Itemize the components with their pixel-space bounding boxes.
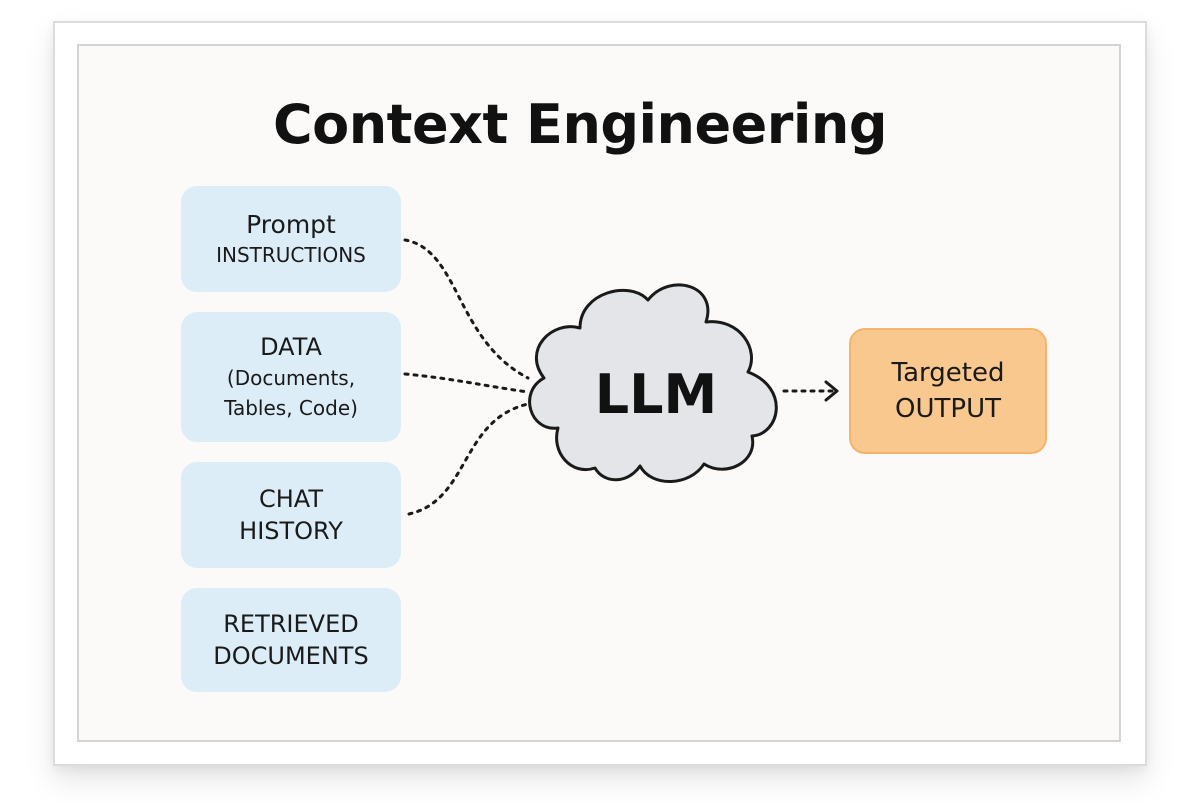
output-label-1: Targeted	[891, 358, 1005, 388]
data-sublabel-1: (Documents,	[226, 366, 356, 390]
input-box-data: DATA (Documents, Tables, Code)	[181, 312, 401, 442]
chat-label-1: CHAT	[258, 485, 324, 513]
connector-data	[403, 372, 530, 394]
data-sublabel-2: Tables, Code)	[224, 396, 358, 420]
retrieved-label-2: DOCUMENTS	[213, 642, 369, 670]
input-box-prompt: Prompt INSTRUCTIONS	[181, 186, 401, 292]
connector-chat	[407, 402, 530, 516]
input-box-chat-history: CHAT HISTORY	[181, 462, 401, 568]
output-label-2: OUTPUT	[895, 394, 1001, 424]
llm-label: LLM	[594, 363, 718, 426]
chat-label-2: HISTORY	[239, 517, 343, 545]
prompt-label: Prompt	[246, 210, 336, 239]
llm-cloud-shape	[528, 283, 778, 483]
retrieved-label-1: RETRIEVED	[223, 610, 359, 638]
input-box-retrieved-documents: RETRIEVED DOCUMENTS	[181, 588, 401, 692]
data-label: DATA	[260, 333, 322, 361]
output-box: Targeted OUTPUT	[849, 328, 1047, 454]
arrowhead-icon	[824, 380, 839, 402]
connector-prompt	[403, 238, 530, 380]
prompt-sublabel: INSTRUCTIONS	[216, 243, 366, 267]
diagram-title: Context Engineering	[273, 93, 887, 156]
